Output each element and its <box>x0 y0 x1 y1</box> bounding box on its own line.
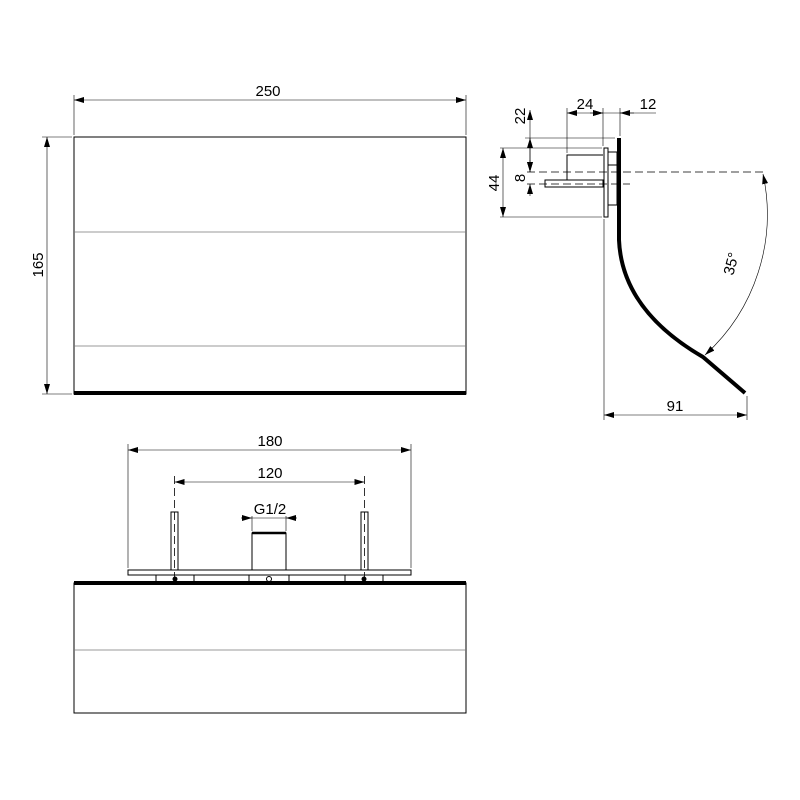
dim-12: 12 <box>640 96 657 113</box>
thread-size: G1/2 <box>254 501 287 518</box>
dim-8: 8 <box>512 174 529 182</box>
dim-24: 24 <box>577 96 594 113</box>
dim-180: 180 <box>257 433 282 450</box>
angle-arc <box>704 173 769 356</box>
top-view: 180 120 G1/2 <box>73 433 467 714</box>
side-view: 22 8 44 24 12 35° 91 <box>486 96 769 420</box>
width-dimension: 250 <box>255 83 280 100</box>
dim-22: 22 <box>512 108 529 125</box>
dim-120: 120 <box>257 465 282 482</box>
angle-dimension: 35° <box>721 251 743 277</box>
front-view: 250 165 <box>30 83 467 395</box>
mounting-plate <box>127 569 412 576</box>
dim-44: 44 <box>486 175 503 192</box>
dim-91: 91 <box>667 398 684 415</box>
height-dimension: 165 <box>30 252 47 277</box>
spout-profile <box>617 138 747 395</box>
